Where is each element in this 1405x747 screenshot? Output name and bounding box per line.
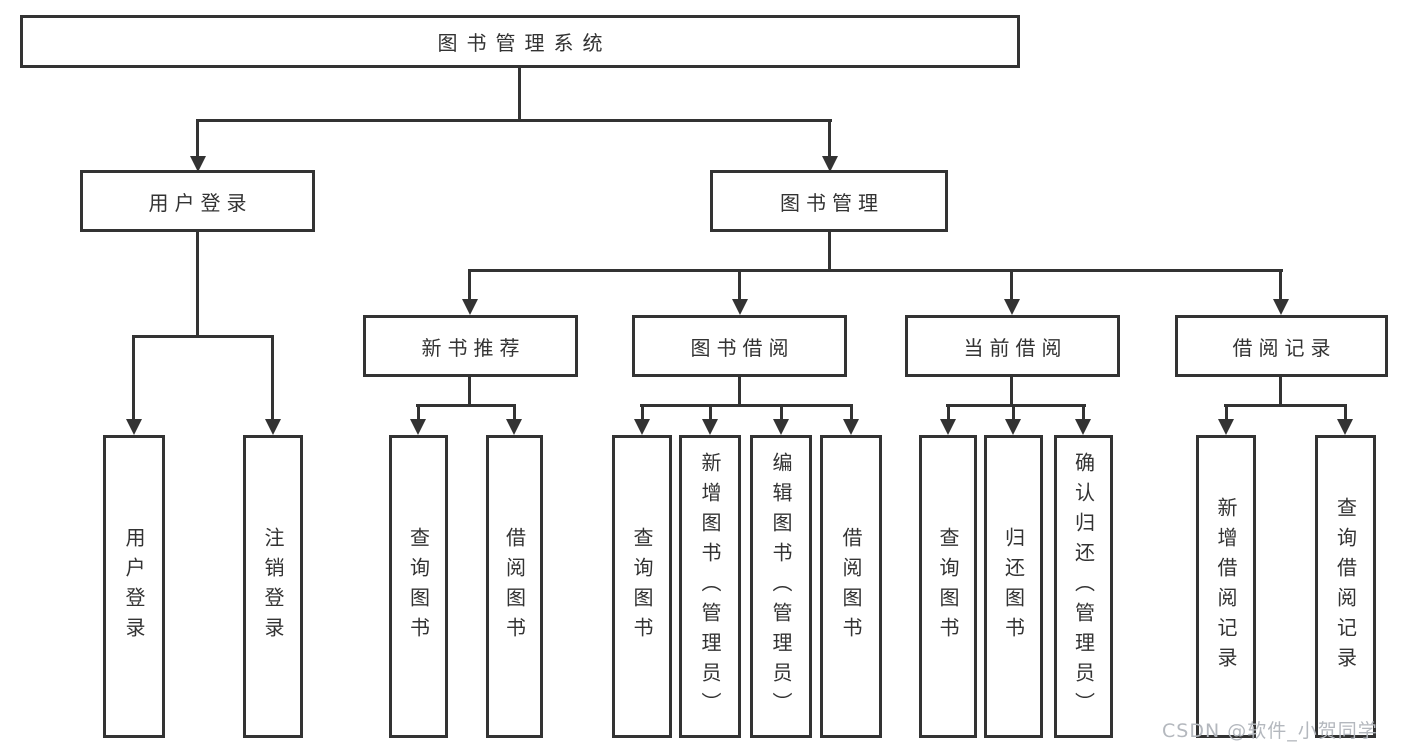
leaf-query-borrow-record: 查询借阅记录	[1315, 435, 1376, 738]
arrow-down-icon	[506, 419, 522, 435]
arrow-down-icon	[732, 299, 748, 315]
leaf-borrow-books-recommend: 借阅图书	[486, 435, 543, 738]
connector-vline	[1012, 404, 1015, 421]
connector-vline	[709, 404, 712, 421]
leaf-edit-books-admin-label: 编辑图书（管理员）	[769, 451, 793, 722]
node-current-borrowing-label: 当前借阅	[963, 335, 1068, 360]
connector-hline	[132, 335, 274, 338]
leaf-query-books-borrowing: 查询图书	[612, 435, 672, 738]
leaf-confirm-return-admin-label: 确认归还（管理员）	[1071, 451, 1096, 722]
node-root-label: 图书管理系统	[437, 31, 612, 55]
node-book-borrowing: 图书借阅	[632, 315, 847, 377]
arrow-down-icon	[410, 419, 426, 435]
node-book-management: 图书管理	[710, 170, 948, 232]
connector-vline	[780, 404, 783, 421]
leaf-query-books-recommend-label: 查询图书	[406, 526, 431, 647]
node-new-book-recommend-label: 新书推荐	[421, 335, 526, 360]
connector-vline	[468, 377, 471, 407]
connector-hline	[196, 119, 832, 122]
leaf-borrow-books-borrowing-label: 借阅图书	[839, 526, 863, 647]
leaf-query-books-recommend: 查询图书	[389, 435, 448, 738]
connector-vline	[738, 269, 741, 301]
connector-vline	[1225, 404, 1228, 421]
connector-vline	[850, 404, 853, 421]
arrow-down-icon	[773, 419, 789, 435]
connector-vline	[947, 404, 950, 421]
leaf-logout: 注销登录	[243, 435, 303, 738]
arrow-down-icon	[1273, 299, 1289, 315]
node-new-book-recommend: 新书推荐	[363, 315, 578, 377]
connector-hline	[416, 404, 516, 407]
leaf-add-borrow-record: 新增借阅记录	[1196, 435, 1256, 738]
connector-vline	[828, 119, 831, 158]
arrow-down-icon	[1218, 419, 1234, 435]
node-book-borrowing-label: 图书借阅	[690, 335, 795, 360]
node-borrowing-records: 借阅记录	[1175, 315, 1388, 377]
connector-vline	[196, 232, 199, 338]
connector-vline	[1344, 404, 1347, 421]
arrow-down-icon	[940, 419, 956, 435]
connector-vline	[738, 377, 741, 407]
connector-vline	[1010, 377, 1013, 407]
connector-vline	[417, 404, 420, 421]
leaf-add-borrow-record-label: 新增借阅记录	[1214, 496, 1238, 677]
arrow-down-icon	[462, 299, 478, 315]
arrow-down-icon	[843, 419, 859, 435]
node-root: 图书管理系统	[20, 15, 1020, 68]
leaf-user-login: 用户登录	[103, 435, 165, 738]
leaf-confirm-return-admin: 确认归还（管理员）	[1054, 435, 1113, 738]
connector-vline	[271, 335, 274, 421]
leaf-add-books-admin-label: 新增图书（管理员）	[698, 451, 722, 722]
leaf-borrow-books-recommend-label: 借阅图书	[502, 526, 527, 647]
node-current-borrowing: 当前借阅	[905, 315, 1120, 377]
connector-vline	[1279, 377, 1282, 407]
connector-vline	[641, 404, 644, 421]
leaf-query-books-borrowing-label: 查询图书	[630, 526, 654, 647]
node-borrowing-records-label: 借阅记录	[1232, 335, 1337, 360]
connector-vline	[468, 269, 471, 301]
connector-vline	[1082, 404, 1085, 421]
arrow-down-icon	[634, 419, 650, 435]
connector-hline	[946, 404, 1086, 407]
leaf-return-books: 归还图书	[984, 435, 1043, 738]
connector-vline	[513, 404, 516, 421]
arrow-down-icon	[1337, 419, 1353, 435]
arrow-down-icon	[822, 156, 838, 172]
connector-vline	[132, 335, 135, 421]
leaf-edit-books-admin: 编辑图书（管理员）	[750, 435, 812, 738]
node-user-login: 用户登录	[80, 170, 315, 232]
connector-vline	[828, 232, 831, 272]
leaf-user-login-label: 用户登录	[122, 526, 146, 647]
watermark: CSDN @软件_小贺同学	[1162, 720, 1378, 742]
connector-vline	[196, 119, 199, 158]
arrow-down-icon	[702, 419, 718, 435]
leaf-borrow-books-borrowing: 借阅图书	[820, 435, 882, 738]
connector-vline	[518, 68, 521, 122]
connector-hline	[468, 269, 1283, 272]
leaf-query-borrow-record-label: 查询借阅记录	[1333, 496, 1358, 677]
node-user-login-label: 用户登录	[148, 190, 253, 215]
arrow-down-icon	[1005, 419, 1021, 435]
arrow-down-icon	[1004, 299, 1020, 315]
arrow-down-icon	[1075, 419, 1091, 435]
leaf-return-books-label: 归还图书	[1001, 526, 1026, 647]
arrow-down-icon	[126, 419, 142, 435]
connector-vline	[1279, 269, 1282, 301]
leaf-add-books-admin: 新增图书（管理员）	[679, 435, 741, 738]
connector-hline	[1224, 404, 1347, 407]
leaf-query-books-current-label: 查询图书	[936, 526, 960, 647]
connector-vline	[1010, 269, 1013, 301]
leaf-query-books-current: 查询图书	[919, 435, 977, 738]
connector-hline	[640, 404, 853, 407]
node-book-management-label: 图书管理	[780, 190, 884, 215]
arrow-down-icon	[265, 419, 281, 435]
leaf-logout-label: 注销登录	[261, 526, 285, 647]
arrow-down-icon	[190, 156, 206, 172]
